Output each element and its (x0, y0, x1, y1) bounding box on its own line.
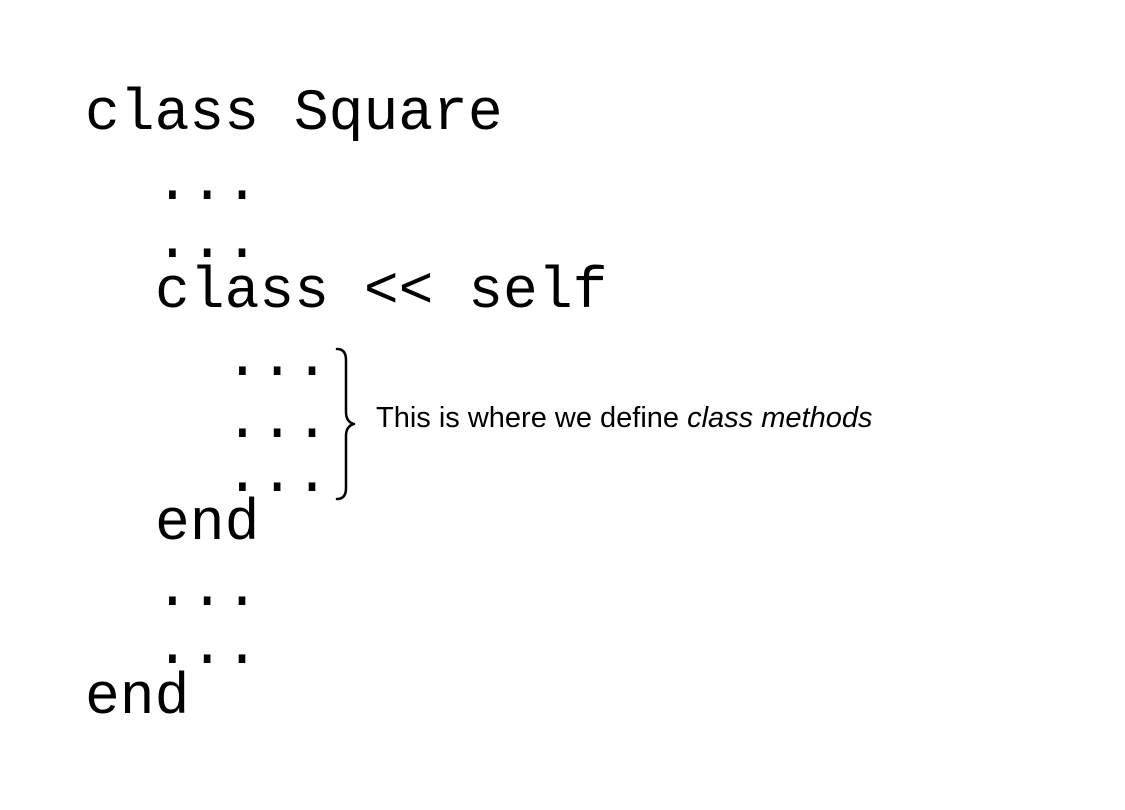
code-line-ellipsis: ... (155, 210, 260, 275)
code-line-ellipsis: ... (155, 152, 260, 217)
annotation-emphasis: class methods (687, 402, 873, 434)
curly-brace-icon (335, 347, 356, 501)
code-line-end-inner: end (155, 492, 260, 557)
code-line-class-square: class Square (85, 82, 503, 147)
code-line-ellipsis: ... (225, 328, 330, 393)
code-line-ellipsis: ... (155, 558, 260, 623)
code-line-ellipsis: ... (155, 616, 260, 681)
code-line-end-outer: end (85, 666, 190, 731)
code-line-class-self: class << self (155, 260, 608, 325)
code-line-ellipsis: ... (225, 390, 330, 455)
annotation-text: This is where we define class methods (376, 404, 872, 433)
code-line-ellipsis: ... (225, 444, 330, 509)
annotation-plain: This is where we define (376, 402, 688, 434)
